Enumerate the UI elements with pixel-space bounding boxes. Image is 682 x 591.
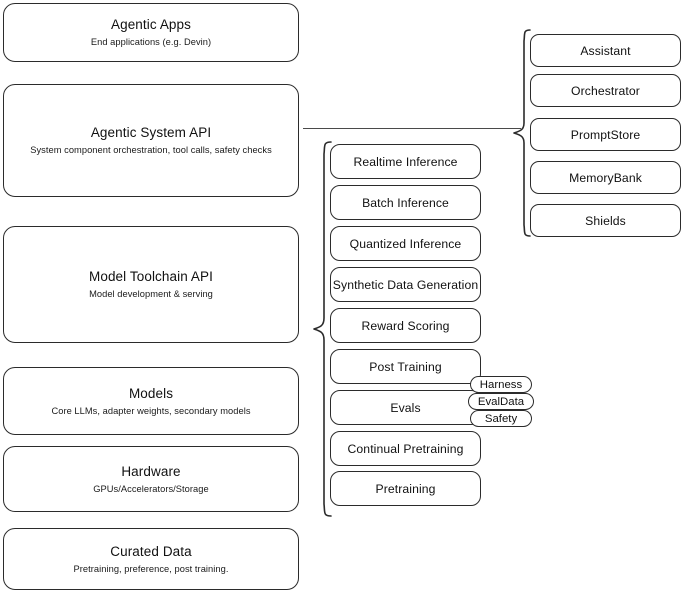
connector-line-system-api-to-components (303, 128, 521, 129)
eval-tag-label: Harness (479, 378, 523, 391)
toolchain-label: Continual Pretraining (347, 441, 464, 456)
toolchain-box-quantized-inference[interactable]: Quantized Inference (330, 226, 481, 261)
layer-box-agentic-apps[interactable]: Agentic Apps End applications (e.g. Devi… (3, 3, 299, 62)
layer-subtitle: End applications (e.g. Devin) (90, 37, 212, 47)
toolchain-label: Evals (390, 400, 421, 415)
toolchain-label: Quantized Inference (349, 236, 462, 251)
toolchain-box-realtime-inference[interactable]: Realtime Inference (330, 144, 481, 179)
system-component-label: Assistant (580, 43, 631, 58)
layer-title: Curated Data (110, 543, 192, 559)
layer-subtitle: Core LLMs, adapter weights, secondary mo… (51, 405, 251, 416)
toolchain-label: Batch Inference (362, 195, 449, 210)
eval-tag-safety[interactable]: Safety (470, 410, 532, 427)
layer-title: Model Toolchain API (89, 269, 213, 284)
toolchain-box-pretraining[interactable]: Pretraining (330, 471, 481, 506)
system-component-box-promptstore[interactable]: PromptStore (530, 118, 681, 151)
brace-toolchain (313, 141, 332, 517)
system-component-box-orchestrator[interactable]: Orchestrator (530, 74, 681, 107)
system-component-box-shields[interactable]: Shields (530, 204, 681, 237)
layer-box-curated-data[interactable]: Curated Data Pretraining, preference, po… (3, 528, 299, 590)
toolchain-box-batch-inference[interactable]: Batch Inference (330, 185, 481, 220)
system-component-box-assistant[interactable]: Assistant (530, 34, 681, 67)
toolchain-box-continual-pretraining[interactable]: Continual Pretraining (330, 431, 481, 466)
toolchain-label: Synthetic Data Generation (332, 277, 479, 292)
toolchain-label: Reward Scoring (361, 318, 450, 333)
system-component-label: Orchestrator (571, 83, 640, 98)
eval-tag-label: EvalData (477, 395, 525, 408)
layer-box-hardware[interactable]: Hardware GPUs/Accelerators/Storage (3, 446, 299, 512)
layer-title: Agentic Apps (110, 17, 191, 32)
system-component-box-memorybank[interactable]: MemoryBank (530, 161, 681, 194)
layer-box-model-toolchain-api[interactable]: Model Toolchain API Model development & … (3, 226, 299, 343)
toolchain-box-synthetic-data-generation[interactable]: Synthetic Data Generation (330, 267, 481, 302)
toolchain-box-reward-scoring[interactable]: Reward Scoring (330, 308, 481, 343)
system-component-label: PromptStore (570, 127, 641, 142)
layer-title: Agentic System API (90, 125, 212, 140)
toolchain-label: Realtime Inference (353, 154, 458, 169)
layer-box-models[interactable]: Models Core LLMs, adapter weights, secon… (3, 367, 299, 435)
toolchain-label: Pretraining (375, 481, 436, 496)
toolchain-label: Post Training (369, 359, 442, 374)
system-component-label: Shields (585, 213, 626, 228)
toolchain-box-post-training[interactable]: Post Training (330, 349, 481, 384)
layer-box-agentic-system-api[interactable]: Agentic System API System component orch… (3, 84, 299, 197)
brace-system-components (513, 29, 531, 237)
eval-tag-evaldata[interactable]: EvalData (468, 393, 534, 410)
eval-tag-label: Safety (484, 412, 518, 425)
layer-subtitle: System component orchestration, tool cal… (30, 145, 272, 155)
layer-title: Models (128, 385, 174, 401)
layer-subtitle: Model development & serving (89, 289, 213, 299)
layer-title: Hardware (121, 463, 181, 479)
toolchain-box-evals[interactable]: Evals (330, 390, 481, 425)
eval-tag-harness[interactable]: Harness (470, 376, 532, 393)
system-component-label: MemoryBank (569, 170, 642, 185)
layer-subtitle: GPUs/Accelerators/Storage (93, 483, 209, 494)
layer-subtitle: Pretraining, preference, post training. (73, 563, 229, 574)
